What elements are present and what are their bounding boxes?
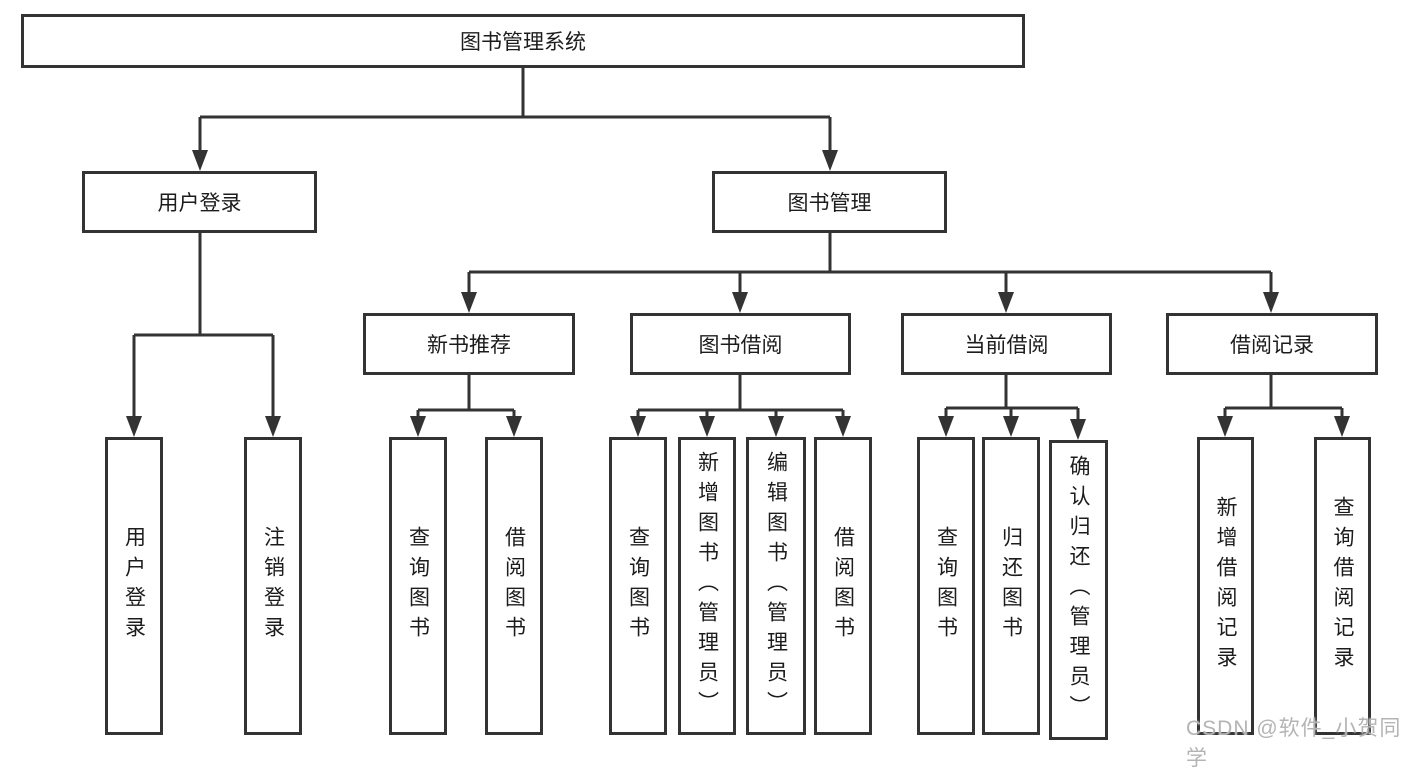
leaf-add-borrow-record: 新增借阅记录	[1197, 437, 1254, 735]
node-book-management: 图书管理	[712, 171, 947, 233]
node-book-borrow: 图书借阅	[630, 313, 851, 375]
node-root: 图书管理系统	[21, 14, 1025, 68]
node-user-login: 用户登录	[82, 171, 317, 233]
leaf-query-borrow-record: 查询借阅记录	[1314, 437, 1371, 735]
leaf-add-book-admin: 新增图书（管理员）	[678, 437, 736, 735]
node-current-borrow: 当前借阅	[901, 313, 1112, 375]
diagram-canvas: 图书管理系统 用户登录 图书管理 新书推荐 图书借阅 当前借阅 借阅记录 用户登…	[21, 14, 1400, 770]
leaf-query-books-current: 查询图书	[917, 437, 975, 735]
leaf-query-books-borrow: 查询图书	[609, 437, 667, 735]
leaf-confirm-return-admin: 确认归还（管理员）	[1049, 440, 1108, 740]
leaf-user-login: 用户登录	[105, 437, 163, 735]
leaf-query-books-recommend: 查询图书	[389, 437, 447, 735]
leaf-logout: 注销登录	[244, 437, 302, 735]
connector-lines	[126, 66, 1350, 440]
arrowheads	[126, 150, 1350, 440]
node-new-book-recommend: 新书推荐	[363, 313, 575, 375]
leaf-return-books: 归还图书	[982, 437, 1040, 735]
node-borrow-records: 借阅记录	[1166, 313, 1378, 375]
leaf-edit-book-admin: 编辑图书（管理员）	[746, 437, 806, 735]
leaf-borrow-books-recommend: 借阅图书	[485, 437, 543, 735]
csdn-watermark: CSDN @软件_小贺同学	[1186, 717, 1402, 770]
leaf-borrow-books: 借阅图书	[814, 437, 872, 735]
